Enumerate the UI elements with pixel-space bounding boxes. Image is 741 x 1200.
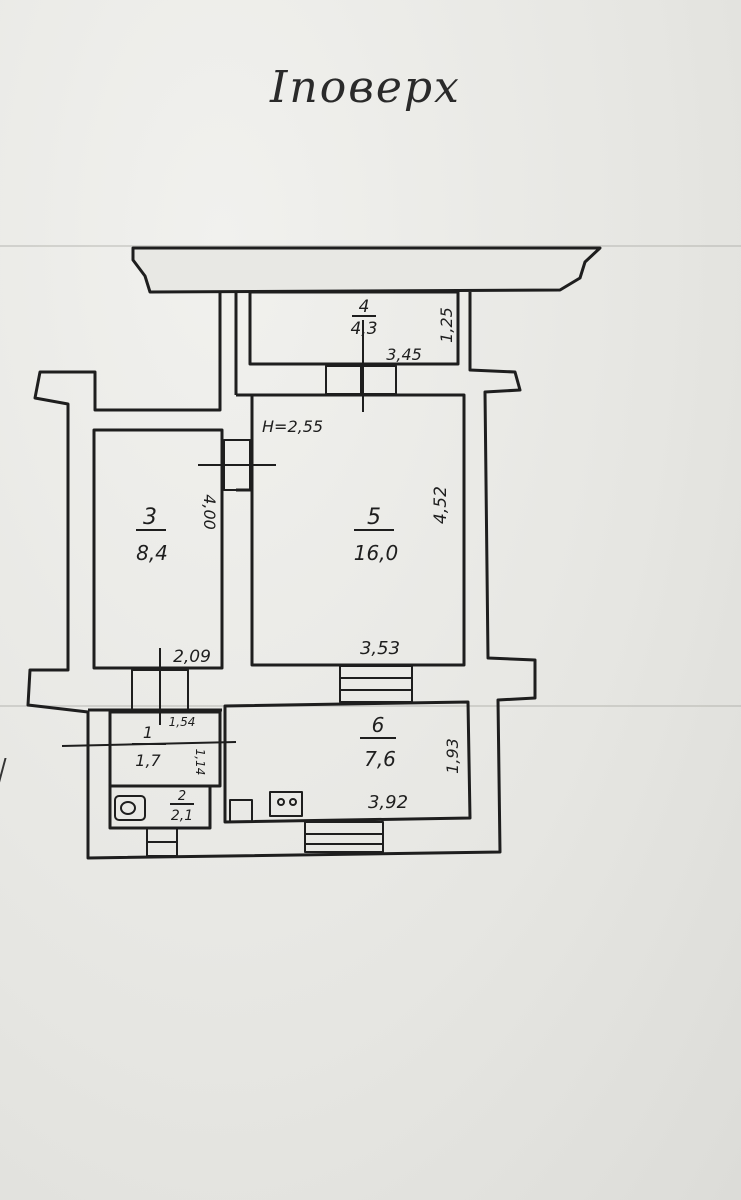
room-3-width-dim: 2,09 <box>173 647 211 667</box>
room-6-area: 7,6 <box>364 747 396 771</box>
paper-crease <box>0 245 741 247</box>
room-6-depth-dim: 1,93 <box>443 738 462 774</box>
room-1-width-dim: 1,54 <box>169 715 196 729</box>
height-note: H=2,55 <box>262 417 323 436</box>
room-6-number: 6 <box>372 713 385 737</box>
room-5-number: 5 <box>367 505 381 530</box>
paper-crease <box>0 705 741 707</box>
room-4-depth-dim: 1,25 <box>437 307 456 343</box>
room-6-width-dim: 3,92 <box>368 792 408 813</box>
room-4-width-dim: 3,45 <box>386 345 422 364</box>
room-4-number: 4 <box>359 297 370 317</box>
room-3-length-dim: 4,00 <box>200 494 219 530</box>
plan-walls <box>26 246 602 860</box>
floor-title: Іповерх <box>270 62 461 113</box>
room-labels: 4 4,3 3,45 1,25 H=2,55 3 8,4 4,00 2,09 5… <box>132 297 462 824</box>
room-1-number: 1 <box>143 723 153 742</box>
room-4-area: 4,3 <box>350 319 377 339</box>
room-1-depth-dim: 1,14 <box>193 749 207 776</box>
room-3-number: 3 <box>143 505 157 530</box>
room-1-area: 1,7 <box>135 751 161 770</box>
room-3-area: 8,4 <box>136 541 168 565</box>
room-2-number: 2 <box>178 789 186 804</box>
room-5-width-dim: 3,53 <box>360 638 400 659</box>
room-5-area: 16,0 <box>354 541 399 565</box>
room-2-area: 2,1 <box>171 808 193 824</box>
room-5-length-dim: 4,52 <box>431 486 451 524</box>
